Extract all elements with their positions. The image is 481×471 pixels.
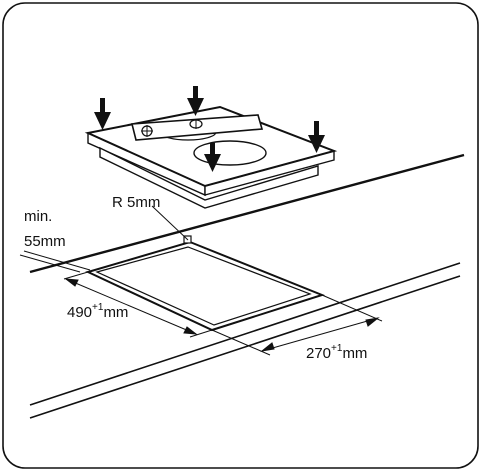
- width-value: 270: [306, 345, 331, 362]
- radius-leader: [151, 205, 189, 241]
- down-arrow-icon: [94, 98, 111, 130]
- depth-extension-back: [63, 271, 89, 280]
- width-dimension-line: [261, 317, 379, 352]
- width-unit: mm: [342, 345, 367, 362]
- width-arrow-left: [260, 342, 275, 352]
- down-arrow-icon: [308, 121, 325, 153]
- down-arrow-icon: [187, 86, 204, 116]
- depth-arrow-front: [183, 326, 198, 335]
- depth-arrow-back: [64, 278, 79, 287]
- min-label-line2: 55mm: [24, 233, 66, 250]
- depth-value: 490: [67, 304, 92, 321]
- radius-label: R 5mm: [112, 194, 160, 211]
- min-dimension-line: [23, 250, 91, 271]
- min-label-line1: min.: [24, 208, 52, 225]
- depth-dimension-line: [65, 278, 197, 335]
- depth-extension-front: [189, 329, 213, 338]
- depth-label: 490+1mm: [67, 302, 128, 321]
- width-extension-left: [211, 329, 271, 356]
- dimension-lines: [19, 250, 383, 356]
- depth-tolerance: +1: [92, 302, 104, 313]
- width-extension-right: [321, 294, 383, 322]
- crosshair-icon: [141, 125, 153, 137]
- min-extension: [19, 254, 81, 273]
- down-arrow-icon: [204, 143, 221, 172]
- width-arrow-right: [365, 317, 380, 327]
- worktop: [29, 153, 465, 419]
- width-tolerance: +1: [331, 343, 343, 354]
- depth-unit: mm: [103, 304, 128, 321]
- spirit-level-icon: [130, 114, 264, 141]
- width-label: 270+1mm: [306, 343, 367, 362]
